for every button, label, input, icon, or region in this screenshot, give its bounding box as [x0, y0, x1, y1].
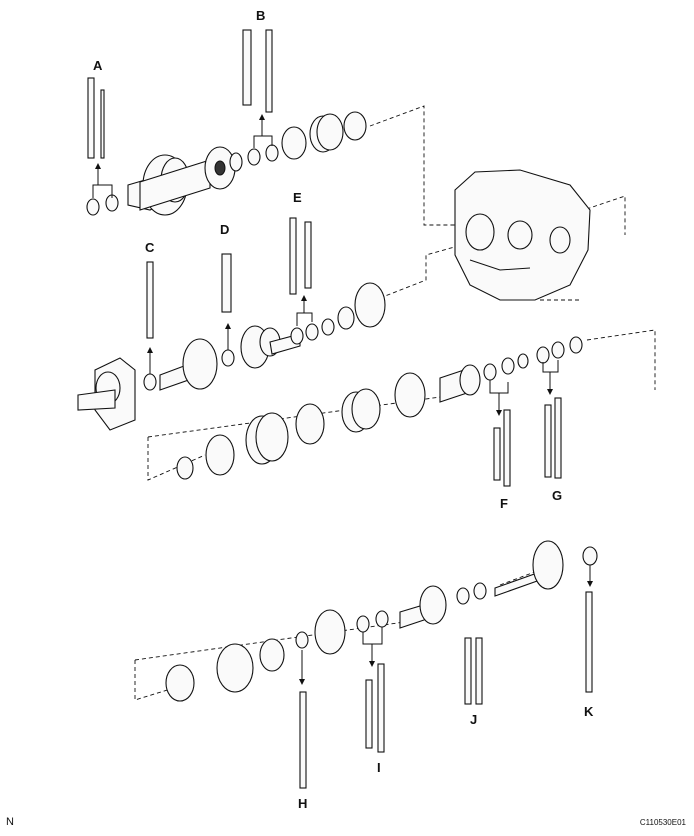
- clutch-assembly: [176, 336, 583, 480]
- feeler-bar-icon: [475, 637, 483, 705]
- feeler-bar-icon: [87, 77, 95, 159]
- figure-id: C110530E01: [639, 818, 686, 827]
- label-b: B: [256, 8, 265, 23]
- bar-group-k: [585, 565, 593, 693]
- transaxle-case: [454, 169, 591, 301]
- footer-left-marker: N: [6, 816, 14, 828]
- bar-group-i: [362, 627, 385, 753]
- middle-shaft-assembly: [77, 282, 386, 431]
- label-a: A: [93, 58, 103, 73]
- label-h: H: [298, 796, 307, 811]
- feeler-bar-icon: [493, 427, 501, 481]
- feeler-bar-icon: [265, 29, 273, 113]
- bar-group-h: [299, 650, 307, 789]
- feeler-bar-icon: [464, 637, 472, 705]
- feeler-bar-icon: [365, 679, 373, 749]
- measuring-bars: [87, 29, 593, 789]
- bar-group-f: [489, 380, 511, 487]
- feeler-bar-icon: [585, 591, 593, 693]
- label-f: F: [500, 496, 508, 511]
- label-i: I: [377, 760, 381, 775]
- bar-group-d: [221, 253, 232, 350]
- feeler-bar-icon: [289, 217, 297, 295]
- feeler-bar-icon: [377, 663, 385, 753]
- feeler-bar-icon: [100, 89, 105, 159]
- feeler-bar-icon: [544, 404, 552, 478]
- label-c: C: [145, 240, 155, 255]
- feeler-bar-icon: [299, 691, 307, 789]
- feeler-bar-icon: [146, 261, 154, 339]
- feeler-bar-icon: [554, 397, 562, 479]
- feeler-bar-icon: [242, 29, 252, 106]
- feeler-bar-icon: [304, 221, 312, 289]
- label-k: K: [584, 704, 594, 719]
- feeler-bar-icon: [221, 253, 232, 313]
- bar-group-c: [146, 261, 154, 374]
- bar-group-e: [289, 217, 313, 326]
- upper-shaft-assembly: [86, 111, 367, 216]
- label-j: J: [470, 712, 477, 727]
- feeler-bar-icon: [503, 409, 511, 487]
- lower-shaft-assembly: [165, 540, 598, 702]
- bar-group-j: [464, 637, 483, 705]
- bar-group-b: [242, 29, 273, 148]
- part-labels: A B C D E F G H I J K: [93, 8, 594, 811]
- label-g: G: [552, 488, 562, 503]
- bar-group-a: [87, 77, 113, 198]
- label-e: E: [293, 190, 302, 205]
- bar-group-g: [542, 360, 562, 479]
- label-d: D: [220, 222, 229, 237]
